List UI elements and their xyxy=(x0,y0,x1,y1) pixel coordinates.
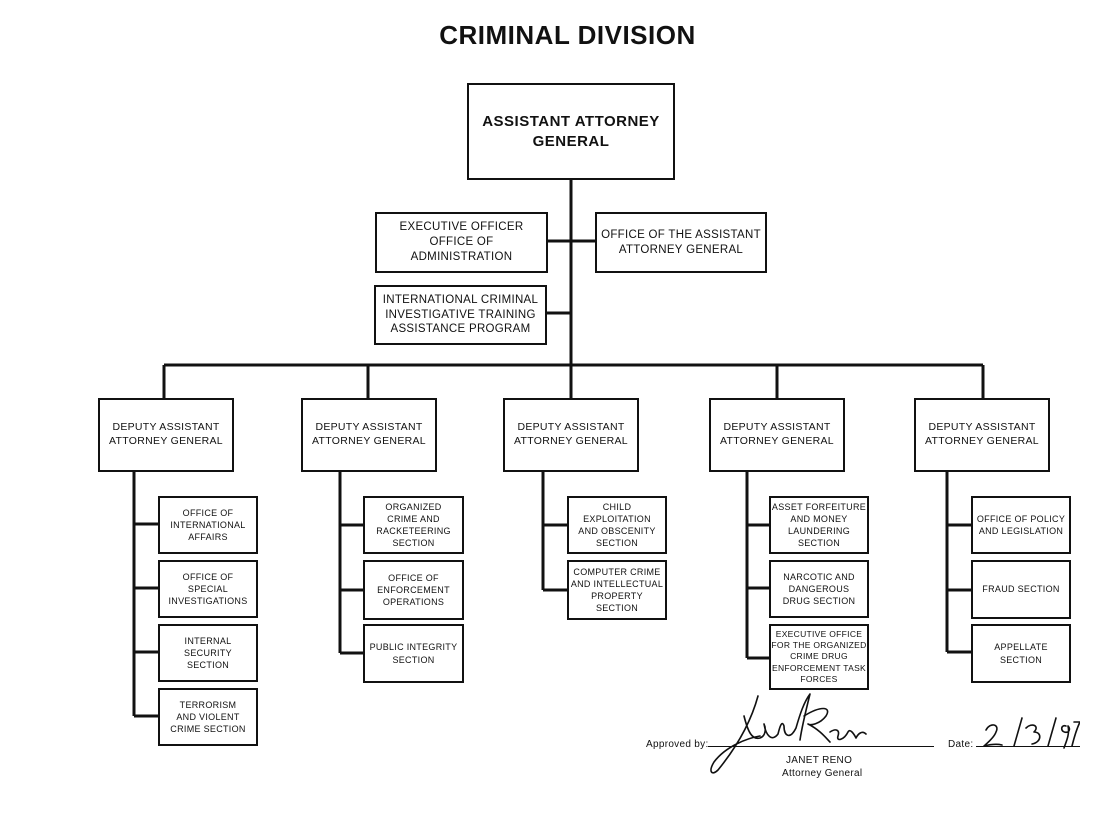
deputy-aag-box: DEPUTY ASSISTANT ATTORNEY GENERAL xyxy=(98,398,234,472)
section-box: FRAUD SECTION xyxy=(971,560,1071,619)
section-box: TERRORISM AND VIOLENT CRIME SECTION xyxy=(158,688,258,746)
section-box: OFFICE OF ENFORCEMENT OPERATIONS xyxy=(363,560,464,620)
section-box: PUBLIC INTEGRITY SECTION xyxy=(363,624,464,683)
section-label: OFFICE OF POLICY AND LEGISLATION xyxy=(976,513,1066,536)
deputy-aag-label: DEPUTY ASSISTANT ATTORNEY GENERAL xyxy=(720,421,834,447)
section-box: EXECUTIVE OFFICE FOR THE ORGANIZED CRIME… xyxy=(769,624,869,690)
deputy-aag-label: DEPUTY ASSISTANT ATTORNEY GENERAL xyxy=(109,421,223,447)
section-label: FRAUD SECTION xyxy=(982,584,1060,595)
chart-title: CRIMINAL DIVISION xyxy=(439,20,696,50)
deputy-aag-box: DEPUTY ASSISTANT ATTORNEY GENERAL xyxy=(914,398,1050,472)
section-box: APPELLATE SECTION xyxy=(971,624,1071,683)
assistant-attorney-general-box: ASSISTANT ATTORNEY GENERAL xyxy=(467,83,675,180)
section-label: OFFICE OF ENFORCEMENT OPERATIONS xyxy=(377,572,450,608)
section-box: OFFICE OF INTERNATIONAL AFFAIRS xyxy=(158,496,258,554)
section-box: NARCOTIC AND DANGEROUS DRUG SECTION xyxy=(769,560,869,618)
icitap-box: INTERNATIONAL CRIMINAL INVESTIGATIVE TRA… xyxy=(374,285,547,345)
deputy-aag-box: DEPUTY ASSISTANT ATTORNEY GENERAL xyxy=(301,398,437,472)
icitap-label: INTERNATIONAL CRIMINAL INVESTIGATIVE TRA… xyxy=(382,293,539,336)
section-label: EXECUTIVE OFFICE FOR THE ORGANIZED CRIME… xyxy=(771,629,867,684)
section-label: OFFICE OF SPECIAL INVESTIGATIONS xyxy=(168,571,248,607)
section-label: CHILD EXPLOITATION AND OBSCENITY SECTION xyxy=(578,501,656,549)
executive-officer-box: EXECUTIVE OFFICER OFFICE OF ADMINISTRATI… xyxy=(375,212,548,273)
deputy-aag-label: DEPUTY ASSISTANT ATTORNEY GENERAL xyxy=(312,421,426,447)
deputy-aag-label: DEPUTY ASSISTANT ATTORNEY GENERAL xyxy=(514,421,628,447)
office-of-aag-box: OFFICE OF THE ASSISTANT ATTORNEY GENERAL xyxy=(595,212,767,273)
handwritten-date xyxy=(983,717,1080,749)
section-box: OFFICE OF POLICY AND LEGISLATION xyxy=(971,496,1071,554)
section-box: ORGANIZED CRIME AND RACKETEERING SECTION xyxy=(363,496,464,554)
signatory-title: Attorney General xyxy=(782,768,863,779)
section-box: ASSET FORFEITURE AND MONEY LAUNDERING SE… xyxy=(769,496,869,554)
section-label: APPELLATE SECTION xyxy=(994,642,1048,665)
section-label: ORGANIZED CRIME AND RACKETEERING SECTION xyxy=(376,501,451,549)
signature-image xyxy=(710,693,867,774)
section-label: COMPUTER CRIME AND INTELLECTUAL PROPERTY… xyxy=(570,566,664,614)
deputy-aag-box: DEPUTY ASSISTANT ATTORNEY GENERAL xyxy=(709,398,845,472)
deputy-aag-label: DEPUTY ASSISTANT ATTORNEY GENERAL xyxy=(925,421,1039,447)
date-label: Date: xyxy=(948,739,974,750)
section-label: NARCOTIC AND DANGEROUS DRUG SECTION xyxy=(782,571,856,607)
section-label: ASSET FORFEITURE AND MONEY LAUNDERING SE… xyxy=(771,501,867,549)
assistant-attorney-general-label: ASSISTANT ATTORNEY GENERAL xyxy=(482,113,660,150)
approved-by-label: Approved by: xyxy=(646,739,709,750)
office-of-aag-label: OFFICE OF THE ASSISTANT ATTORNEY GENERAL xyxy=(601,228,761,256)
section-label: INTERNAL SECURITY SECTION xyxy=(184,635,232,671)
signatory-name: JANET RENO xyxy=(786,755,853,766)
deputy-aag-box: DEPUTY ASSISTANT ATTORNEY GENERAL xyxy=(503,398,639,472)
executive-officer-label: EXECUTIVE OFFICER OFFICE OF ADMINISTRATI… xyxy=(399,221,524,263)
date-line xyxy=(976,746,1080,747)
section-label: PUBLIC INTEGRITY SECTION xyxy=(369,642,458,665)
signature-line xyxy=(708,746,934,747)
section-box: INTERNAL SECURITY SECTION xyxy=(158,624,258,682)
section-box: CHILD EXPLOITATION AND OBSCENITY SECTION xyxy=(567,496,667,554)
section-box: OFFICE OF SPECIAL INVESTIGATIONS xyxy=(158,560,258,618)
section-label: TERRORISM AND VIOLENT CRIME SECTION xyxy=(170,699,246,735)
section-label: OFFICE OF INTERNATIONAL AFFAIRS xyxy=(170,507,246,543)
section-box: COMPUTER CRIME AND INTELLECTUAL PROPERTY… xyxy=(567,560,667,620)
